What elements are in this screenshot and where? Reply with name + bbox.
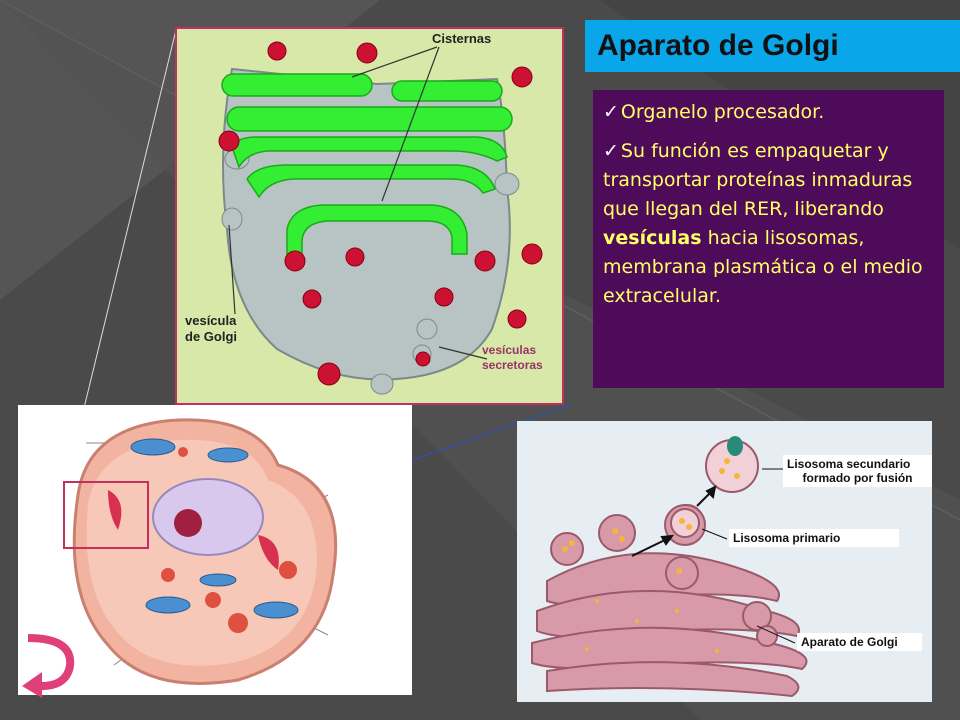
title-box: Aparato de Golgi xyxy=(585,20,960,72)
label-lisosoma-primario: Lisosoma primario xyxy=(729,529,899,547)
red-vesicles xyxy=(218,41,543,386)
page-title: Aparato de Golgi xyxy=(597,29,839,62)
bullet-2-text-start: Su función es empaquetar y transportar p… xyxy=(603,140,913,220)
animal-cell-image xyxy=(18,405,412,695)
bullet-2: ✓Su función es empaquetar y transportar … xyxy=(603,137,934,311)
cell-illustration xyxy=(63,418,338,685)
label-secretoras-1: vesículas xyxy=(482,343,536,357)
golgi-illustration: Cisternas vesícula de Golgi vesículas se… xyxy=(185,31,543,395)
bullet-2-bold-term: vesículas xyxy=(603,227,702,249)
bullet-1: ✓Organelo procesador. xyxy=(603,98,934,127)
description-box: ✓Organelo procesador. ✓Su función es emp… xyxy=(593,90,944,388)
label-cisternas: Cisternas xyxy=(432,31,491,46)
checkmark-icon: ✓ xyxy=(603,101,619,123)
golgi-diagram: Cisternas vesícula de Golgi vesículas se… xyxy=(175,27,564,405)
label-vesicula-1: vesícula xyxy=(185,313,237,328)
lysosome-illustration xyxy=(531,436,808,698)
checkmark-icon: ✓ xyxy=(603,140,619,162)
lysosome-diagram: Lisosoma secundario formado por fusión L… xyxy=(517,421,932,702)
bullet-1-text: Organelo procesador. xyxy=(620,101,825,123)
label-vesicula-2: de Golgi xyxy=(185,329,237,344)
highlight-box xyxy=(63,481,149,549)
label-secretoras-2: secretoras xyxy=(482,358,543,372)
label-lisosoma-secundario: Lisosoma secundario formado por fusión xyxy=(783,455,932,487)
cisternae xyxy=(221,73,513,255)
bullet-2-text-end: hacia lisosomas, membrana plasmática o e… xyxy=(603,227,923,307)
curved-back-arrow-icon[interactable] xyxy=(18,628,78,698)
label-aparato-golgi: Aparato de Golgi xyxy=(797,633,922,651)
